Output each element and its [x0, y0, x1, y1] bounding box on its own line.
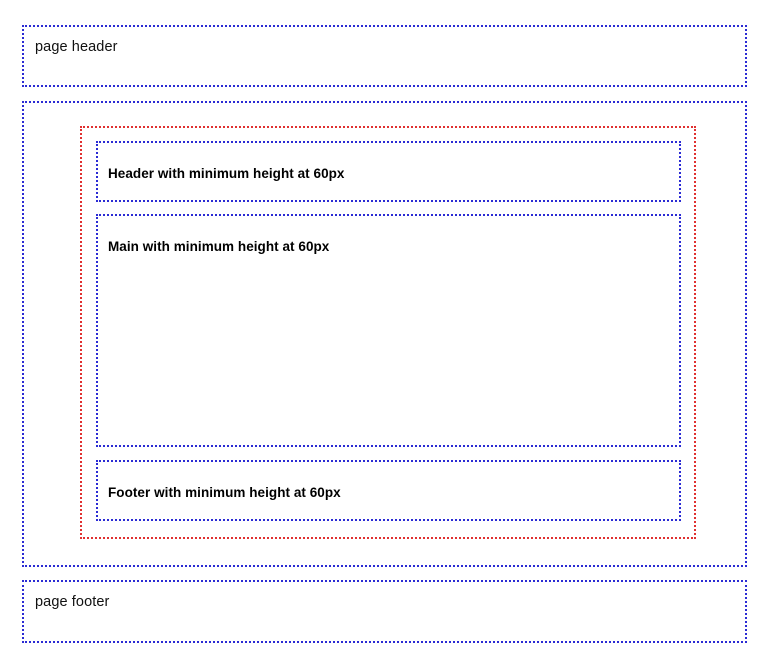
container-main-region: Main with minimum height at 60px: [96, 214, 681, 447]
container-header-region: Header with minimum height at 60px: [96, 141, 681, 202]
container-footer-label: Footer with minimum height at 60px: [108, 485, 341, 500]
container-header-label: Header with minimum height at 60px: [108, 166, 345, 181]
page-header-region: page header: [22, 25, 747, 87]
container-main-label: Main with minimum height at 60px: [108, 239, 330, 254]
page-header-label: page header: [35, 39, 118, 55]
container-footer-region: Footer with minimum height at 60px: [96, 460, 681, 521]
page-footer-region: page footer: [22, 580, 747, 643]
page-footer-label: page footer: [35, 594, 110, 610]
layout-container: Header with minimum height at 60px Main …: [80, 126, 696, 539]
page-body-region: Header with minimum height at 60px Main …: [22, 101, 747, 567]
